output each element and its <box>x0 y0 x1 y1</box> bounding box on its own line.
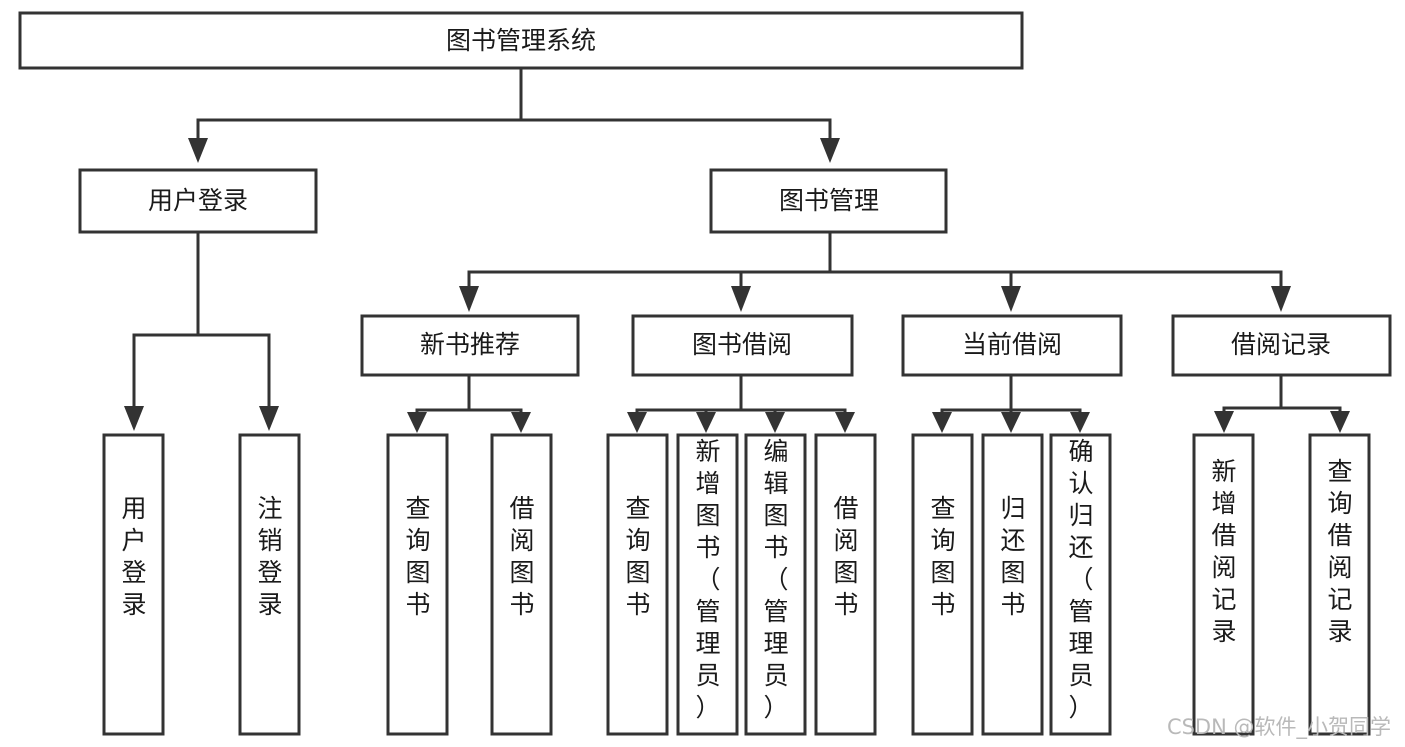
node-current-borrow-label: 当前借阅 <box>962 330 1062 359</box>
arrow-head-bookborrow-leaf2 <box>765 412 785 433</box>
leaf-new-book-0[interactable]: 查询图书 <box>386 433 449 736</box>
node-borrow-records[interactable]: 借阅记录 <box>1171 314 1392 377</box>
arrow-head-newbook-leaf1 <box>511 412 531 433</box>
leaf-book-borrow-3[interactable]: 借阅图书 <box>814 433 877 736</box>
leaf-new-book-1-box[interactable] <box>490 433 553 736</box>
arrow-head-bookborrow-leaf0 <box>627 412 647 433</box>
connector-group-currentborrow <box>932 373 1090 433</box>
arrow-head-userlogin-leaf0 <box>124 406 144 431</box>
arrow-head-borrowrecords <box>1271 286 1291 312</box>
node-borrow-records-label: 借阅记录 <box>1231 330 1331 359</box>
leaf-book-borrow-0-box[interactable] <box>606 433 669 736</box>
leaf-book-borrow-1[interactable]: 新增图书（管理员） <box>676 433 739 736</box>
leaf-book-borrow-3-label: 借阅图书 <box>833 494 858 619</box>
node-new-book-recommend-box[interactable] <box>360 314 580 377</box>
leaf-new-book-0-box[interactable] <box>386 433 449 736</box>
leaf-borrow-records-0[interactable]: 新增借阅记录 <box>1192 433 1255 736</box>
leaf-user-login-1-box[interactable] <box>238 433 301 736</box>
leaf-user-login-1-label: 注销登录 <box>257 494 282 619</box>
node-book-management[interactable]: 图书管理 <box>709 168 948 234</box>
arrow-head-newbook-leaf0 <box>407 412 427 433</box>
leaf-current-borrow-2-label: 确认归还（管理员） <box>1068 437 1093 722</box>
node-borrow-records-box[interactable] <box>1171 314 1392 377</box>
leaf-current-borrow-1[interactable]: 归还图书 <box>981 433 1044 736</box>
node-current-borrow[interactable]: 当前借阅 <box>901 314 1123 377</box>
arrow-head-userlogin-leaf1 <box>259 406 279 431</box>
leaf-user-login-1[interactable]: 注销登录 <box>238 433 301 736</box>
connector-group-bookmgmt <box>459 230 1291 312</box>
leaf-book-borrow-2-label: 编辑图书（管理员） <box>763 437 788 722</box>
leaf-user-login-0-box[interactable] <box>102 433 165 736</box>
leaf-book-borrow-1-box[interactable] <box>676 433 739 736</box>
node-new-book-recommend-label: 新书推荐 <box>420 330 520 359</box>
leaf-borrow-records-1-box[interactable] <box>1308 433 1371 736</box>
leaf-current-borrow-0-label: 查询图书 <box>930 494 955 619</box>
node-book-borrow-label: 图书借阅 <box>692 330 792 359</box>
leaf-borrow-records-1[interactable]: 查询借阅记录 <box>1308 433 1371 736</box>
node-user-login-label: 用户登录 <box>148 186 248 215</box>
node-current-borrow-box[interactable] <box>901 314 1123 377</box>
connector-group-borrowrecords <box>1214 373 1350 433</box>
connector-group-newbook <box>407 373 531 433</box>
node-root[interactable]: 图书管理系统 <box>18 11 1024 70</box>
arrow-head-borrowrecords-leaf1 <box>1330 411 1350 433</box>
connector-group-root <box>188 66 840 163</box>
node-root-label: 图书管理系统 <box>446 26 596 55</box>
leaf-borrow-records-1-label: 查询借阅记录 <box>1327 457 1352 646</box>
connector-group-userlogin <box>124 230 279 431</box>
leaf-book-borrow-0-label: 查询图书 <box>625 494 650 619</box>
arrow-head-currentborrow-leaf2 <box>1070 412 1090 433</box>
leaf-current-borrow-2[interactable]: 确认归还（管理员） <box>1049 433 1112 736</box>
arrow-head-currentborrow-leaf1 <box>1001 412 1021 433</box>
leaf-current-borrow-1-label: 归还图书 <box>1000 494 1025 619</box>
node-book-borrow[interactable]: 图书借阅 <box>631 314 854 377</box>
node-book-management-box[interactable] <box>709 168 948 234</box>
leaf-user-login-0-label: 用户登录 <box>121 494 146 619</box>
node-new-book-recommend[interactable]: 新书推荐 <box>360 314 580 377</box>
leaf-new-book-0-label: 查询图书 <box>405 494 430 619</box>
leaf-current-borrow-0[interactable]: 查询图书 <box>911 433 974 736</box>
node-user-login-box[interactable] <box>78 168 318 234</box>
leaf-book-borrow-0[interactable]: 查询图书 <box>606 433 669 736</box>
arrow-head-bookmgmt <box>820 138 840 163</box>
node-book-management-label: 图书管理 <box>779 186 879 215</box>
leaf-book-borrow-2-box[interactable] <box>744 433 807 736</box>
leaf-user-login-0[interactable]: 用户登录 <box>102 433 165 736</box>
leaf-book-borrow-3-box[interactable] <box>814 433 877 736</box>
arrow-head-userlogin <box>188 138 208 163</box>
node-root-box[interactable] <box>18 11 1024 70</box>
arrow-head-borrowrecords-leaf0 <box>1214 411 1234 433</box>
arrow-head-currentborrow <box>1001 286 1021 312</box>
leaf-current-borrow-2-box[interactable] <box>1049 433 1112 736</box>
node-user-login[interactable]: 用户登录 <box>78 168 318 234</box>
leaf-book-borrow-2[interactable]: 编辑图书（管理员） <box>744 433 807 736</box>
leaf-borrow-records-0-label: 新增借阅记录 <box>1211 457 1236 646</box>
connector-group-bookborrow <box>627 373 855 433</box>
arrow-head-newbook <box>459 286 479 312</box>
arrow-head-bookborrow <box>731 286 751 312</box>
arrow-head-bookborrow-leaf1 <box>696 412 716 433</box>
leaf-book-borrow-1-label: 新增图书（管理员） <box>695 437 720 722</box>
node-book-borrow-box[interactable] <box>631 314 854 377</box>
arrow-head-currentborrow-leaf0 <box>932 412 952 433</box>
leaf-current-borrow-0-box[interactable] <box>911 433 974 736</box>
leaf-new-book-1-label: 借阅图书 <box>509 494 534 619</box>
arrow-head-bookborrow-leaf3 <box>835 412 855 433</box>
leaf-new-book-1[interactable]: 借阅图书 <box>490 433 553 736</box>
leaf-current-borrow-1-box[interactable] <box>981 433 1044 736</box>
leaf-borrow-records-0-box[interactable] <box>1192 433 1255 736</box>
